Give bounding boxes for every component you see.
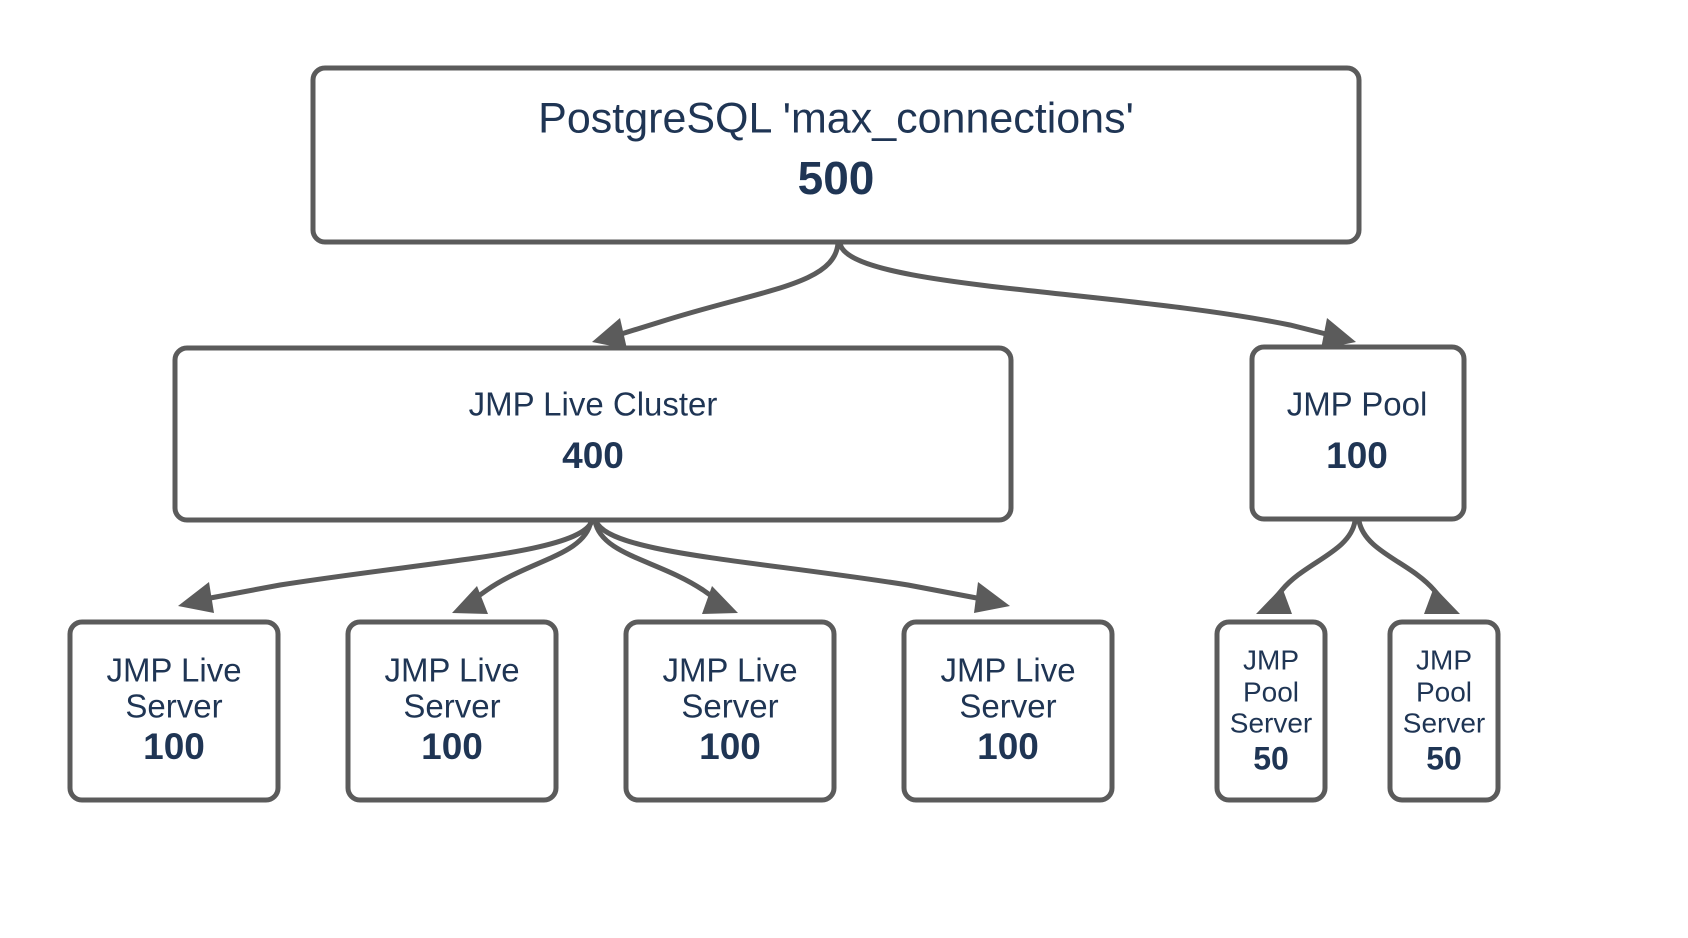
- node-jmp-pool-server-1[interactable]: JMP Pool Server 50: [1214, 619, 1328, 803]
- edge-cluster-to-live-server-1: [202, 518, 595, 602]
- arrowhead-pool-to-pool-server-2: [1424, 587, 1460, 614]
- node-postgresql-max-connections[interactable]: PostgreSQL 'max_connections' 500: [310, 65, 1362, 245]
- edge-root-to-live-cluster: [615, 240, 841, 338]
- node-jmp-pool-server-2-line2: Pool: [1416, 676, 1472, 707]
- edge-group-pool: [1256, 518, 1460, 614]
- node-jmp-live-server-1-line1: JMP Live: [106, 652, 241, 689]
- node-jmp-pool-server-1-value: 50: [1253, 740, 1289, 776]
- node-jmp-live-server-2-box[interactable]: [345, 619, 559, 803]
- node-jmp-pool-server-1-line3: Server: [1230, 707, 1312, 738]
- node-jmp-live-server-4-line1: JMP Live: [940, 652, 1075, 689]
- node-jmp-pool-server-2-box[interactable]: [1387, 619, 1501, 803]
- arrowhead-root-to-live-cluster: [592, 318, 627, 349]
- node-jmp-live-server-4[interactable]: JMP Live Server 100: [901, 619, 1115, 803]
- node-jmp-live-server-1-line2: Server: [125, 688, 222, 725]
- node-jmp-pool-server-1-line1: JMP: [1243, 644, 1299, 675]
- node-jmp-live-server-2-value: 100: [421, 726, 483, 767]
- edge-cluster-to-live-server-4: [593, 518, 985, 602]
- node-jmp-live-server-3[interactable]: JMP Live Server 100: [623, 619, 837, 803]
- arrowhead-cluster-to-live-server-4: [974, 582, 1010, 613]
- node-jmp-live-server-4-line2: Server: [959, 688, 1056, 725]
- node-jmp-pool-title: JMP Pool: [1287, 386, 1428, 423]
- node-jmp-live-server-3-line1: JMP Live: [662, 652, 797, 689]
- edge-root-to-pool: [837, 240, 1333, 338]
- node-jmp-pool-server-2-value: 50: [1426, 740, 1462, 776]
- node-jmp-live-server-2-line2: Server: [403, 688, 500, 725]
- node-jmp-pool-box[interactable]: [1249, 344, 1467, 522]
- node-jmp-pool-server-1-line2: Pool: [1243, 676, 1299, 707]
- node-jmp-live-cluster-title: JMP Live Cluster: [469, 386, 718, 423]
- node-jmp-live-server-1-box[interactable]: [67, 619, 281, 803]
- node-jmp-live-cluster-value: 400: [562, 435, 624, 476]
- arrowhead-pool-to-pool-server-1: [1256, 587, 1292, 614]
- node-jmp-pool-server-2[interactable]: JMP Pool Server 50: [1387, 619, 1501, 803]
- edge-group-live-cluster: [178, 518, 1010, 614]
- node-jmp-pool-server-1-box[interactable]: [1214, 619, 1328, 803]
- edge-cluster-to-live-server-2: [467, 518, 594, 605]
- node-jmp-live-server-3-box[interactable]: [623, 619, 837, 803]
- node-jmp-live-cluster-box[interactable]: [172, 345, 1014, 523]
- node-postgresql-max-connections-title: PostgreSQL 'max_connections': [538, 94, 1134, 142]
- arrowhead-cluster-to-live-server-2: [452, 586, 488, 614]
- arrowhead-cluster-to-live-server-3: [702, 586, 738, 614]
- node-jmp-live-server-4-value: 100: [977, 726, 1039, 767]
- edge-pool-to-pool-server-2: [1356, 518, 1447, 605]
- node-postgresql-max-connections-value: 500: [798, 152, 875, 204]
- node-jmp-live-server-2[interactable]: JMP Live Server 100: [345, 619, 559, 803]
- arrowhead-root-to-pool: [1321, 318, 1356, 349]
- node-jmp-live-server-3-value: 100: [699, 726, 761, 767]
- node-jmp-live-server-4-box[interactable]: [901, 619, 1115, 803]
- node-jmp-pool-server-2-line3: Server: [1403, 707, 1485, 738]
- node-jmp-live-server-2-line1: JMP Live: [384, 652, 519, 689]
- node-jmp-live-server-3-line2: Server: [681, 688, 778, 725]
- node-jmp-pool[interactable]: JMP Pool 100: [1249, 344, 1467, 522]
- node-jmp-pool-server-2-line1: JMP: [1416, 644, 1472, 675]
- edge-group-root: [592, 240, 1356, 349]
- edge-cluster-to-live-server-3: [592, 518, 723, 605]
- edge-pool-to-pool-server-1: [1269, 518, 1358, 605]
- node-jmp-live-cluster[interactable]: JMP Live Cluster 400: [172, 345, 1014, 523]
- node-jmp-pool-value: 100: [1326, 435, 1388, 476]
- node-jmp-live-server-1[interactable]: JMP Live Server 100: [67, 619, 281, 803]
- node-jmp-live-server-1-value: 100: [143, 726, 205, 767]
- arrowhead-cluster-to-live-server-1: [178, 582, 214, 613]
- node-postgresql-max-connections-box[interactable]: [310, 65, 1362, 245]
